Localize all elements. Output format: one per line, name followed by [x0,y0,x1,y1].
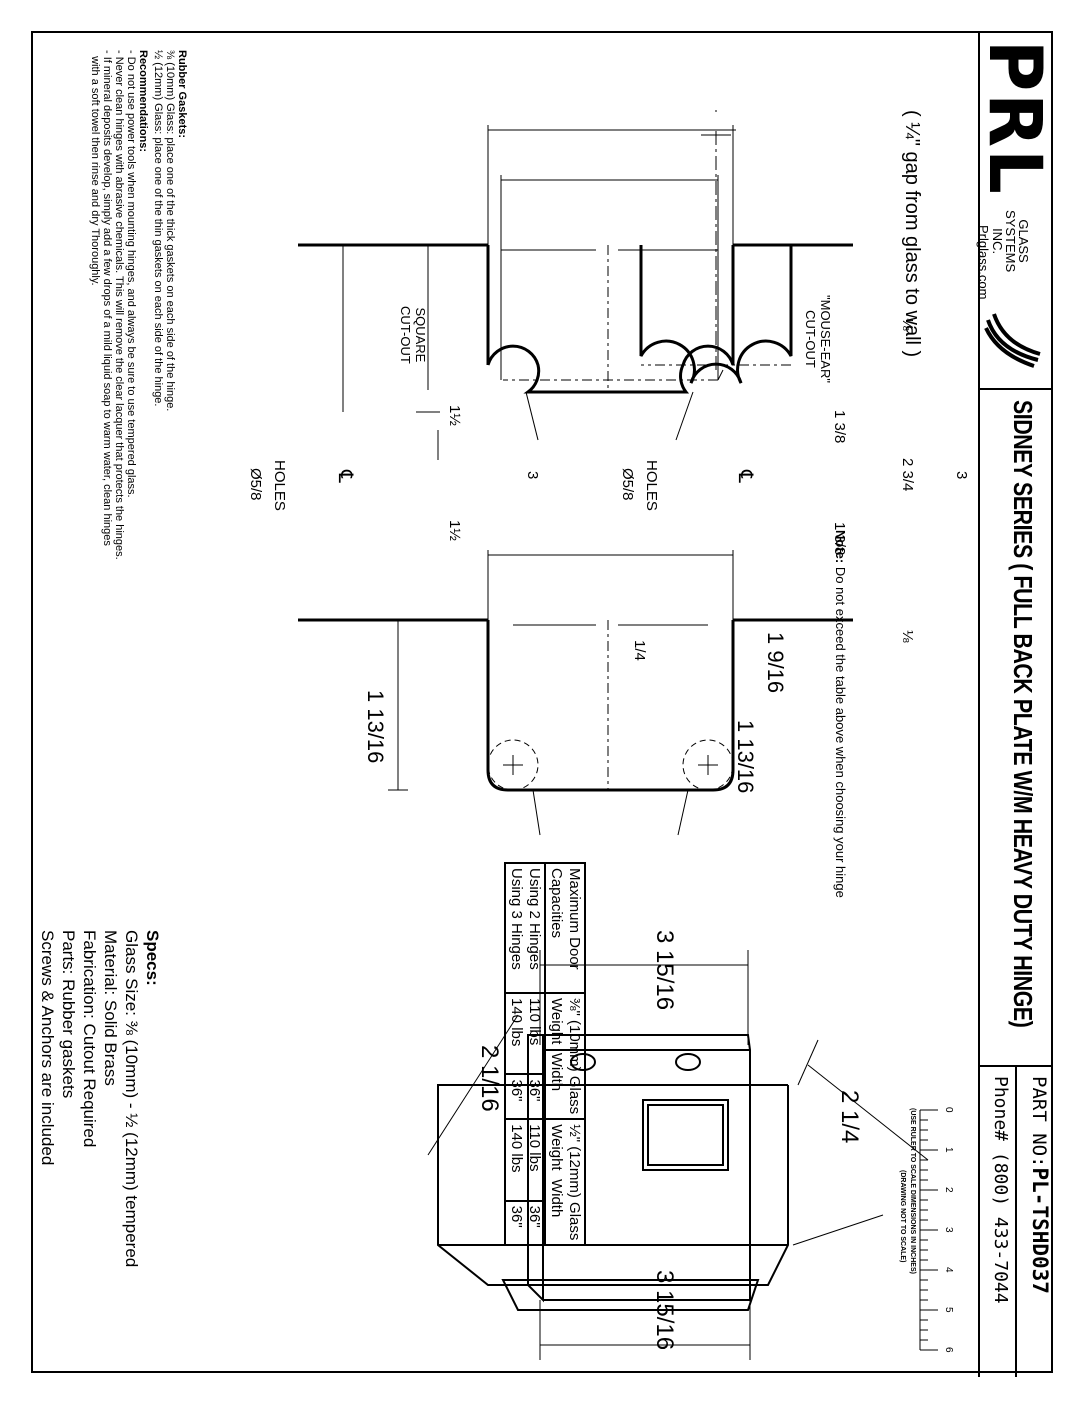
spec-line: Parts: Rubber gaskets [59,930,78,1099]
table-sub-width: Width [548,1052,565,1092]
drawing-title: SIDNEY SERIES ( FULL BACK PLATE W/M HEAV… [1008,400,1038,1028]
square-dim-depth: 1 13/16 [363,690,388,764]
hinge-dim-left: 2 1/4 [836,1090,863,1144]
square-label-2: CUT-OUT [398,306,413,364]
table-sub-weight: Weight [548,1124,565,1171]
table-row-header: Maximum Door Capacities [545,863,585,993]
table-col-10mm-title: ⅜" (10mm) Glass [566,998,583,1115]
mouse-ear-centerline: ℄ [734,470,756,483]
table-col-10mm: ⅜" (10mm) Glass Weight Width [545,993,585,1120]
square-holes-dia: Ø5/8 [247,468,264,501]
ruler-tick-label: 3 [943,1227,954,1233]
specs-heading: Specs: [143,930,162,986]
square-centerline: ℄ [334,470,356,483]
outer-border [31,31,1053,1373]
phone-number: (800) 433-7044 [990,1151,1011,1304]
gasket-notes: Rubber Gaskets: ⅜ (10mm) Glass: place on… [89,50,188,560]
mouse-ear-holes-dia: Ø5/8 [619,468,636,501]
square-dim-left-half: 1½ [446,405,463,426]
square-dim-right-half: 1½ [446,520,463,541]
square-holes-label: HOLES [271,460,288,511]
mouse-ear-dim-left-half: 1 3/8 [831,410,848,444]
mouse-ear-label: "MOUSE-EAR" CUT-OUT [803,295,833,383]
mouse-ear-holes-label: HOLES [643,460,660,511]
ruler-note-1: (USE RULER TO SCALE DIMENSIONS IN INCHES… [909,1108,916,1274]
table-cell: 36" [508,1079,525,1102]
table-cell: 36" [508,1205,525,1228]
logo-swirl-icon [984,313,1041,368]
recommendation-line: - If mineral deposits develop, simply ad… [101,50,113,546]
website-text: Prlglass.com [976,225,991,300]
recommendation-line: - Do not use power tools when mounting h… [125,50,137,498]
mouse-ear-dim-overall: 3 [953,471,970,480]
capacity-note-text: Do not exceed the table above when choos… [833,566,848,898]
table-cell: 110 lbs [526,1124,543,1172]
recommendation-line: with a soft towel then rinse and dry Tho… [89,50,101,286]
table-cell: 140 lbs [508,1124,525,1173]
hinge-dim-top: 3 15/16 [651,930,678,1011]
ruler-tick-label: 4 [943,1267,954,1273]
hinge-dim-right: 2 1/16 [476,1045,503,1112]
table-cell: 36" [526,1205,543,1228]
ruler-tick-label: 2 [943,1187,954,1193]
square-label-1: SQUARE [413,307,428,363]
table-sub-weight: Weight [548,998,565,1045]
gasket-line: ½ (12mm) Glass: place one of the thin ga… [152,50,164,407]
table-cell: 140 lbs [508,998,525,1047]
spec-line: Material: Solid Brass [101,930,120,1086]
table-row-label: Using 2 Hinges [526,868,543,970]
hinge-sketch [437,1034,789,1311]
mouse-ear-label-1: "MOUSE-EAR" [818,295,833,383]
part-number-row: PART NO:PL-TSHD037 [1028,1076,1052,1294]
table-row: Using 2 Hinges Using 3 Hinges 110 lbs 14… [505,863,545,1246]
spec-line: Glass Size: ⅜ (10mm) - ½ (12mm) tempered [122,930,141,1268]
table-cell: 36" [526,1079,543,1102]
recommendations-heading: Recommendations: [137,50,149,153]
capacity-table-wrap: Maximum Door Capacities ⅜" (10mm) Glass … [504,862,586,1246]
mouse-ear-dim-left-edge: ⅛ [899,318,916,331]
mouse-ear-dim-depth-a: 1 9/16 [763,632,788,694]
mouse-ear-dim-radius: 1/4 [631,640,648,661]
ruler-note-2: (DRAWING NOT TO SCALE) [899,1170,906,1263]
mouse-ear-dim-inner: 2 3/4 [899,458,916,492]
gasket-line: ⅜ (10mm) Glass: place one of the thick g… [164,50,176,412]
square-label: SQUARE CUT-OUT [398,306,428,364]
capacity-note-line: Note: Do not exceed the table above when… [833,530,848,898]
mouse-ear-label-2: CUT-OUT [803,310,818,368]
phone-row: Phone# (800) 433-7044 [990,1076,1011,1304]
part-number: PL-TSHD037 [1028,1167,1052,1294]
capacity-note-bold: Note: [833,530,848,564]
mouse-ear-dim-right-edge: ⅛ [899,630,916,643]
company-name: GLASS SYSTEMS INC. [990,210,1031,273]
logo-prl: PRL [971,40,1059,196]
ruler-tick-label: 0 [943,1107,954,1113]
spec-line: Fabrication: Cutout Required [80,930,99,1148]
company-line-1: GLASS [1016,219,1031,263]
specs-block: Specs: Glass Size: ⅜ (10mm) - ½ (12mm) t… [37,930,163,1267]
part-label: PART NO: [1028,1076,1050,1168]
mouse-ear-dim-depth-b: 1 13/16 [733,720,758,794]
table-row-label: Using 3 Hinges [508,868,525,970]
table-sub-width: Width [548,1178,565,1218]
table-col-12mm: ½" (12mm) Glass Weight Width [545,1119,585,1246]
table-col-12mm-title: ½" (12mm) Glass [566,1124,583,1241]
gasket-heading: Rubber Gaskets: [176,50,188,139]
recommendation-line: - Never clean hinges with abrasive chemi… [113,50,125,560]
square-dim-overall: 3 [524,471,541,480]
phone-label: Phone# [990,1076,1011,1142]
hinge-dim-bottom: 3 15/16 [651,1270,678,1351]
ruler-tick-label: 1 [943,1147,954,1153]
capacity-table: Maximum Door Capacities ⅜" (10mm) Glass … [504,862,586,1246]
company-line-2: SYSTEMS [1003,210,1018,273]
ruler-tick-label: 6 [943,1347,954,1353]
spec-line: Screws & Anchors are included [38,930,57,1166]
table-cell: 110 lbs [526,998,543,1046]
ruler-tick-label: 5 [943,1307,954,1313]
